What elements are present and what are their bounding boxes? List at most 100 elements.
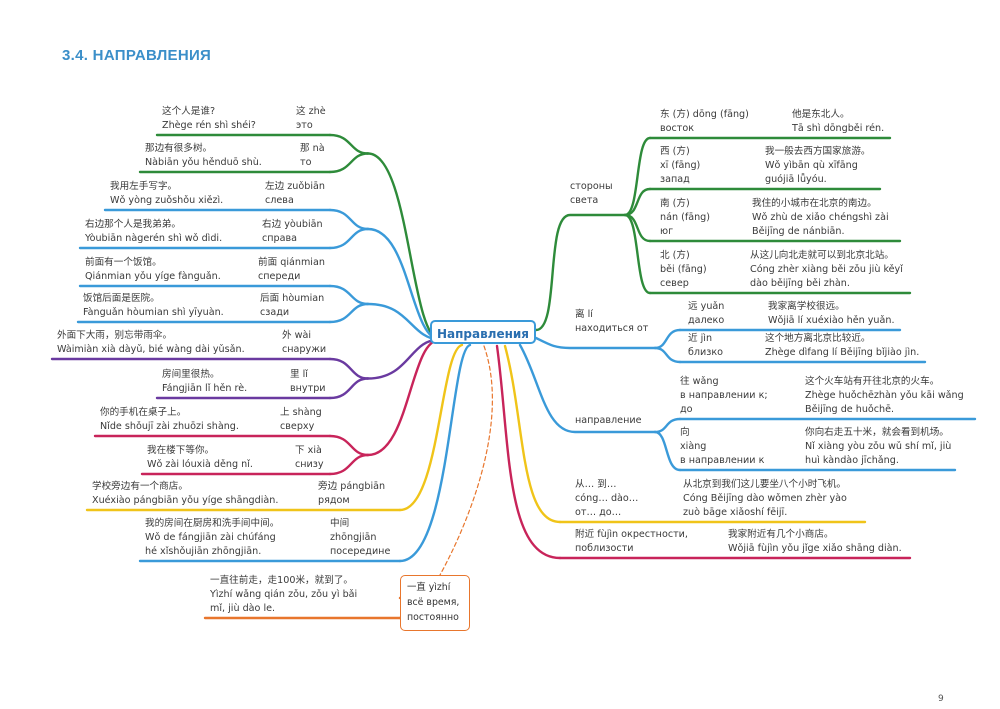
term-label: справа	[262, 233, 298, 244]
example-sentence: Nǐde shǒujī zài zhuōzi shàng.	[100, 421, 239, 432]
yizhi-term: 一直 yìzhí	[407, 582, 451, 593]
term-label: xī (fāng)	[660, 160, 701, 171]
page-number: 9	[938, 694, 944, 704]
example-sentence: zuò bāge xiǎoshí fēijī.	[683, 507, 788, 518]
fork-curve	[653, 346, 682, 364]
fork-curve	[623, 136, 652, 217]
example-sentence: 这个火车站有开往北京的火车。	[805, 376, 940, 387]
example-sentence: 学校旁边有一个商店。	[92, 481, 188, 492]
example-sentence: 我家附近有几个小商店。	[728, 529, 834, 540]
fork-curve	[328, 302, 370, 324]
example-sentence: Nàbiān yǒu hěnduō shù.	[145, 157, 262, 168]
term-label: xiàng	[680, 441, 707, 452]
term-label: 附近 fùjìn окрестности,	[575, 529, 688, 540]
term-label: снизу	[295, 459, 324, 470]
example-sentence: Zhège huǒchēzhàn yǒu kāi wǎng	[805, 390, 964, 401]
example-sentence: Yìzhí wǎng qián zǒu, zǒu yì bǎi	[210, 589, 358, 600]
example-sentence: Xuéxiào pángbiān yǒu yíge shāngdiàn.	[92, 495, 279, 506]
trunk-branch	[366, 338, 442, 457]
term-label: сзади	[260, 307, 290, 318]
example-sentence: 我一般去西方国家旅游。	[765, 146, 871, 157]
term-label: 从… 到…	[575, 479, 617, 490]
term-label: 后面 hòumian	[260, 293, 325, 304]
fork-curve	[653, 328, 682, 350]
term-label: внутри	[290, 383, 326, 394]
example-sentence: 你的手机在桌子上。	[100, 407, 187, 418]
term-label: cóng… dào…	[575, 493, 639, 504]
term-label: поблизости	[575, 543, 634, 554]
term-label: до	[680, 404, 693, 415]
example-sentence: 右边那个人是我弟弟。	[85, 219, 181, 230]
example-sentence: dào běijīng běi zhàn.	[750, 278, 850, 289]
example-sentence: Zhège dìfang lí Běijīng bǐjiào jìn.	[765, 347, 920, 358]
term-label: 中间	[330, 518, 350, 529]
example-sentence: 从这儿向北走就可以到北京北站。	[750, 250, 894, 261]
term-label: 左边 zuǒbiān	[265, 181, 325, 192]
example-sentence: Fángjiān lǐ hěn rè.	[162, 383, 248, 394]
example-sentence: 我在楼下等你。	[147, 445, 215, 456]
term-label: это	[296, 120, 313, 131]
term-label: 远 yuǎn	[688, 301, 725, 312]
fork-curve	[328, 453, 370, 476]
term-label: běi (fāng)	[660, 264, 707, 275]
example-sentence: Yòubiān nàgerén shì wǒ dìdi.	[85, 233, 223, 244]
example-sentence: 这个地方离北京比较近。	[765, 333, 871, 344]
example-sentence: guójiā lǚyóu.	[765, 174, 827, 185]
term-label: север	[660, 278, 689, 289]
example-sentence: 前面有一个饭馆。	[85, 257, 162, 268]
yizhi-node: 一直 yìzhí всё время, постоянно	[400, 575, 470, 631]
term-label: от… до…	[575, 507, 622, 518]
term-label: в направлении к;	[680, 390, 768, 401]
example-sentence: 我用左手写字。	[110, 181, 178, 192]
example-sentence: Wǒjiā lí xuéxiào hěn yuǎn.	[768, 315, 895, 326]
fork-curve	[328, 377, 370, 400]
fork-curve	[328, 227, 370, 250]
term-label: 这 zhè	[296, 106, 326, 117]
trunk-branch	[534, 336, 657, 350]
example-sentence: 一直往前走，走100米，就到了。	[210, 575, 354, 586]
yizhi-translation-1: всё время,	[407, 597, 460, 608]
example-sentence: 我家离学校很远。	[768, 301, 845, 312]
term-label: nán (fāng)	[660, 212, 711, 223]
dashed-connector	[439, 345, 493, 576]
example-sentence: Wàimiàn xià dàyǔ, bié wàng dài yǔsǎn.	[57, 344, 245, 355]
example-sentence: 你向右走五十米，就会看到机场。	[805, 427, 949, 438]
fork-curve	[328, 133, 370, 155]
example-sentence: 房间里很热。	[162, 369, 220, 380]
example-sentence: 这个人是谁?	[162, 106, 216, 117]
example-sentence: mǐ, jiù dào le.	[210, 603, 276, 614]
example-sentence: Wǒ yòng zuǒshǒu xiězì.	[110, 195, 224, 206]
term-label: 向	[680, 427, 690, 438]
fork-curve	[653, 430, 682, 472]
term-label: запад	[660, 174, 690, 185]
example-sentence: 他是东北人。	[792, 109, 850, 120]
branch-label: стороны	[570, 181, 613, 192]
example-sentence: Qiánmian yǒu yíge fànguǎn.	[85, 271, 221, 282]
fork-curve	[328, 284, 370, 306]
term-label: близко	[688, 347, 724, 358]
example-sentence: Wǒ zhù de xiǎo chéngshì zài	[752, 212, 889, 223]
term-label: zhōngjiān	[330, 532, 377, 543]
fork-curve	[328, 152, 370, 174]
term-label: 北 (方)	[660, 250, 690, 261]
trunk-branch	[495, 344, 562, 560]
yizhi-translation-2: постоянно	[407, 612, 459, 623]
trunk-branch	[503, 344, 562, 524]
branch-label: света	[570, 195, 599, 206]
example-sentence: 从北京到我们这儿要坐八个小时飞机。	[683, 479, 847, 490]
term-label: 西 (方)	[660, 146, 690, 157]
example-sentence: Wǒ zài lóuxià děng nǐ.	[147, 459, 253, 470]
term-label: в направлении к	[680, 455, 765, 466]
term-label: посередине	[330, 546, 391, 557]
term-label: 南 (方)	[660, 198, 690, 209]
example-sentence: Nǐ xiàng yòu zǒu wǔ shí mǐ, jiù	[805, 441, 952, 452]
term-label: рядом	[318, 495, 350, 506]
term-label: далеко	[688, 315, 725, 326]
trunk-branch	[534, 213, 627, 332]
fork-curve	[653, 417, 682, 434]
term-label: слева	[265, 195, 294, 206]
trunk-branch	[366, 152, 442, 342]
term-label: 里 lǐ	[290, 369, 308, 380]
example-sentence: Fànguǎn hòumian shì yīyuàn.	[83, 307, 224, 318]
